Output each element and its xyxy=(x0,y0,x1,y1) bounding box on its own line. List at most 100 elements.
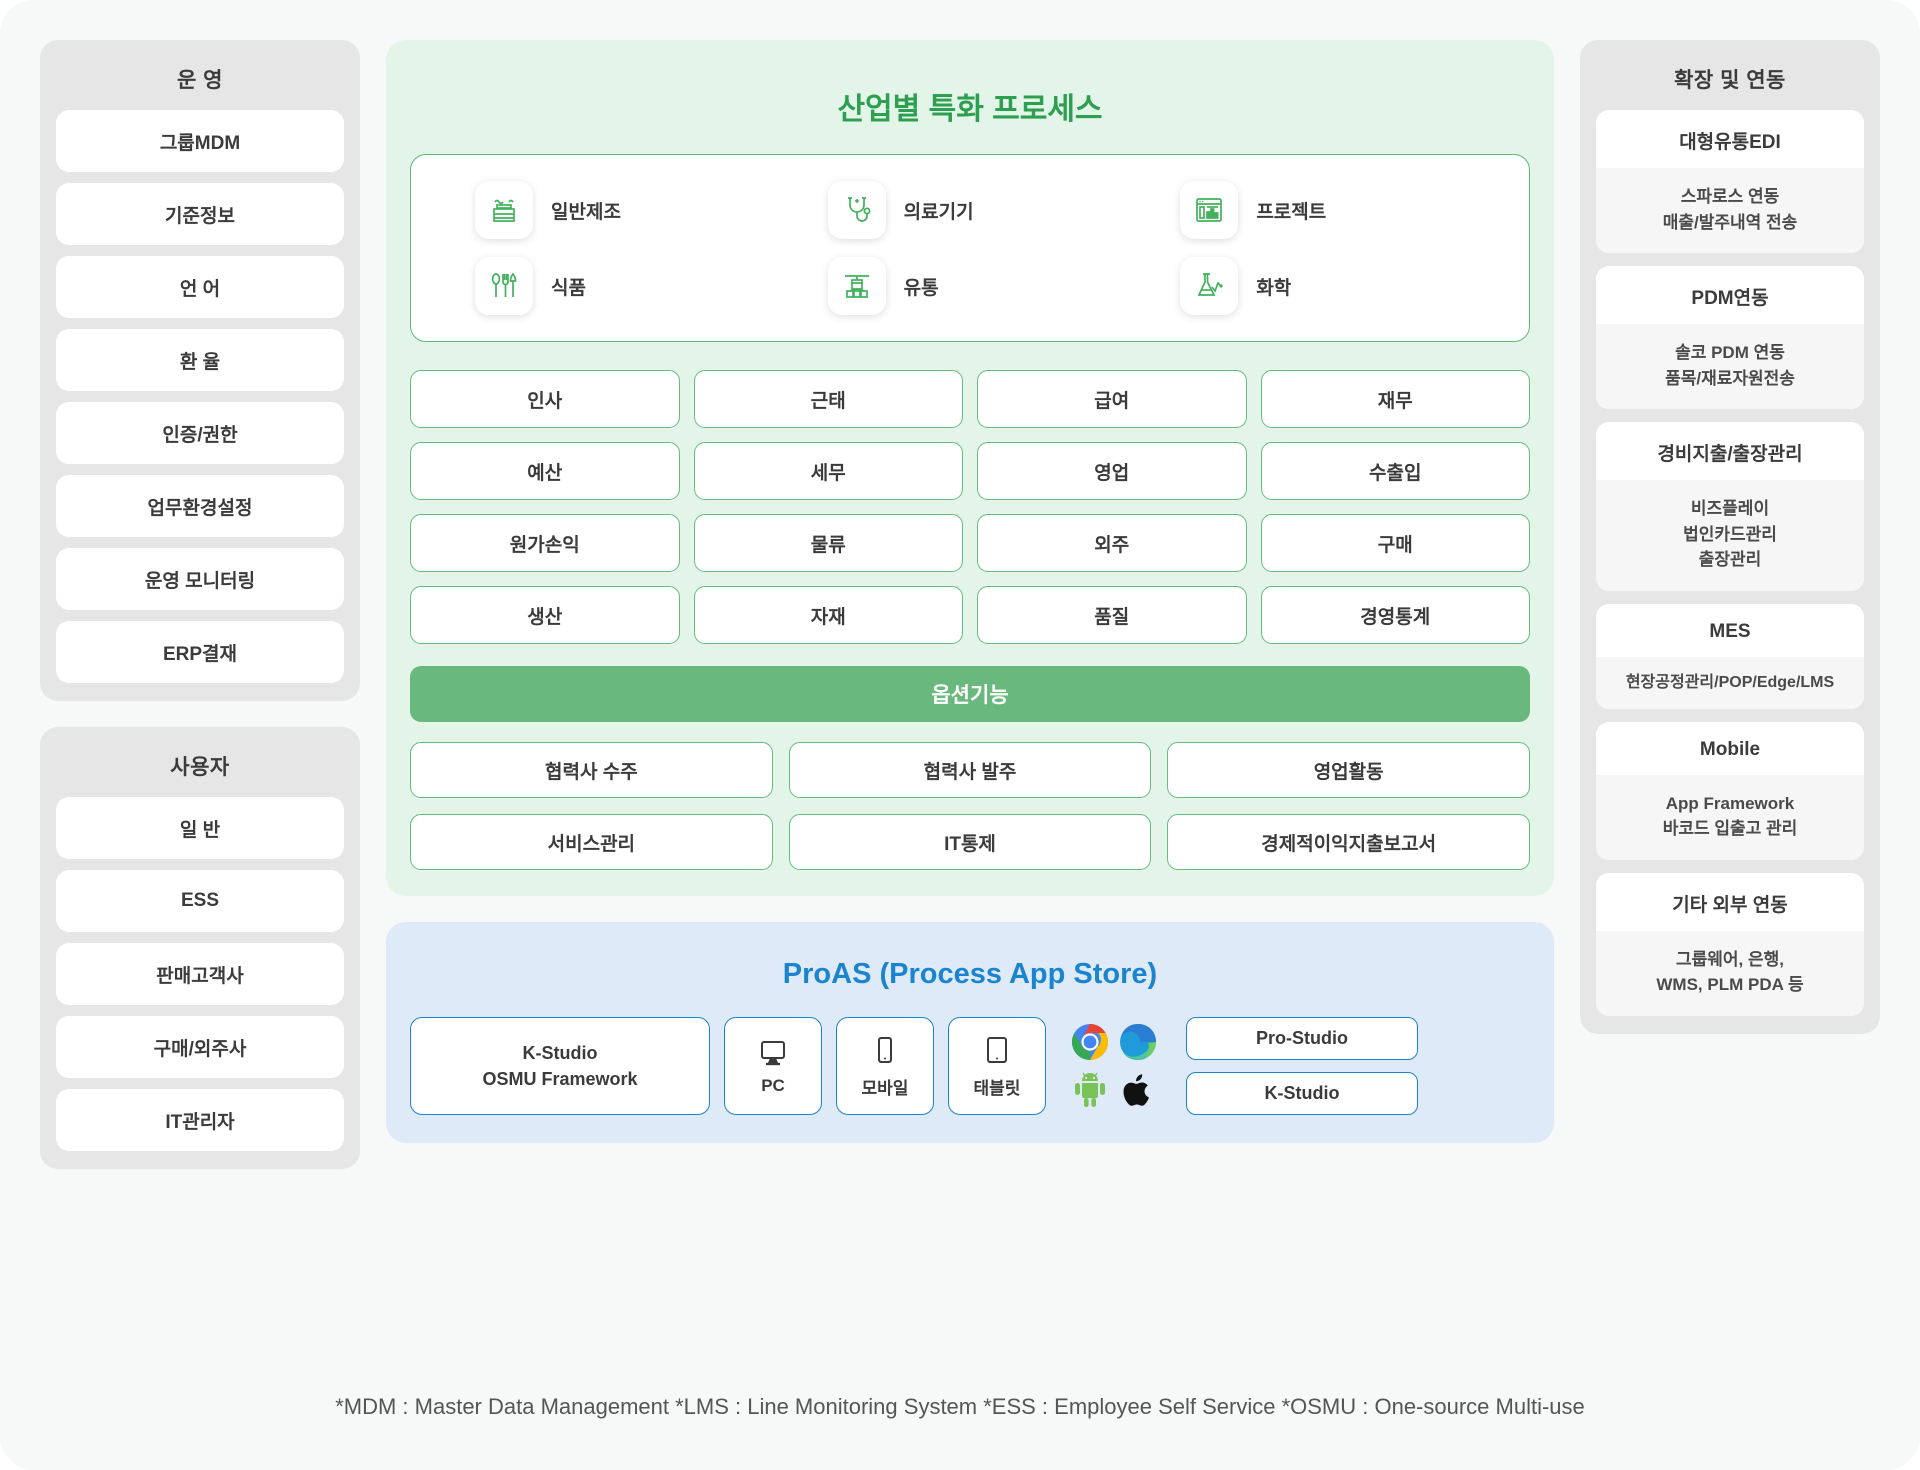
cutlery-icon xyxy=(475,257,533,315)
chrome-icon xyxy=(1070,1022,1110,1062)
option-chip[interactable]: IT통제 xyxy=(788,814,1152,870)
device-pc[interactable]: PC xyxy=(724,1017,822,1115)
extension-card-head: MES xyxy=(1596,603,1864,657)
operations-item[interactable]: 그룹MDM xyxy=(56,110,344,172)
module-chip[interactable]: 품질 xyxy=(977,586,1247,644)
apple-icon xyxy=(1118,1070,1158,1110)
extension-card-mes[interactable]: MES 현장공정관리/POP/Edge/LMS xyxy=(1596,603,1864,709)
module-chip[interactable]: 근태 xyxy=(693,370,963,428)
industry-item-medical[interactable]: 의료기기 xyxy=(794,181,1147,239)
option-chip[interactable]: 영업활동 xyxy=(1167,742,1530,798)
users-item[interactable]: 판매고객사 xyxy=(56,943,344,1005)
dashboard-icon xyxy=(1180,181,1239,239)
platform-icons xyxy=(1066,1018,1162,1114)
users-item[interactable]: ESS xyxy=(56,870,344,932)
module-chip[interactable]: 물류 xyxy=(693,514,963,572)
operations-title: 운 영 xyxy=(177,69,223,92)
operations-panel: 운 영 그룹MDM 기준정보 언 어 환 율 인증/권한 업무환경설정 운영 모… xyxy=(40,40,360,701)
option-chip[interactable]: 협력사 발주 xyxy=(788,742,1152,798)
framework-line1: K-Studio xyxy=(522,1042,598,1063)
industry-label: 유통 xyxy=(903,277,939,299)
extension-card-body: 그룹웨어, 은행,WMS, PLM PDA 등 xyxy=(1596,930,1864,1016)
device-label: 모바일 xyxy=(861,1078,909,1098)
industry-item-distribution[interactable]: 유통 xyxy=(794,257,1147,315)
industry-item-chemical[interactable]: 화학 xyxy=(1146,257,1499,315)
industry-label: 프로젝트 xyxy=(1256,201,1327,223)
users-item[interactable]: 일 반 xyxy=(56,797,344,859)
module-chip[interactable]: 구매 xyxy=(1260,514,1530,572)
industry-label: 일반제조 xyxy=(551,201,621,223)
operations-item[interactable]: 환 율 xyxy=(56,329,344,391)
option-chip[interactable]: 경제적이익지출보고서 xyxy=(1167,814,1530,870)
operations-list: 그룹MDM 기준정보 언 어 환 율 인증/권한 업무환경설정 운영 모니터링 … xyxy=(56,110,344,683)
distribution-icon xyxy=(827,257,886,315)
industry-process-title: 산업별 특화 프로세스 xyxy=(837,93,1103,126)
option-chip[interactable]: 서비스관리 xyxy=(410,814,773,870)
users-list: 일 반 ESS 판매고객사 구매/외주사 IT관리자 xyxy=(56,797,344,1151)
extension-card-other[interactable]: 기타 외부 연동 그룹웨어, 은행,WMS, PLM PDA 등 xyxy=(1596,872,1864,1016)
module-chip[interactable]: 경영통계 xyxy=(1260,586,1530,644)
module-chip[interactable]: 원가손익 xyxy=(410,514,680,572)
users-title: 사용자 xyxy=(170,756,230,779)
left-column: 운 영 그룹MDM 기준정보 언 어 환 율 인증/권한 업무환경설정 운영 모… xyxy=(40,40,360,1169)
device-label: PC xyxy=(761,1076,785,1095)
module-chip[interactable]: 자재 xyxy=(693,586,963,644)
module-chip[interactable]: 예산 xyxy=(410,442,680,500)
proas-panel: ProAS (Process App Store) K-Studio OSMU … xyxy=(386,922,1554,1143)
module-chip[interactable]: 외주 xyxy=(977,514,1247,572)
operations-item[interactable]: ERP결재 xyxy=(56,621,344,683)
device-tablet[interactable]: 태블릿 xyxy=(948,1017,1046,1115)
board: 운 영 그룹MDM 기준정보 언 어 환 율 인증/권한 업무환경설정 운영 모… xyxy=(40,40,1880,1380)
module-chip[interactable]: 영업 xyxy=(977,442,1247,500)
operations-item[interactable]: 기준정보 xyxy=(56,183,344,245)
users-item[interactable]: IT관리자 xyxy=(56,1089,344,1151)
module-chip[interactable]: 수출입 xyxy=(1260,442,1530,500)
device-mobile[interactable]: 모바일 xyxy=(836,1017,934,1115)
extension-card-head: 기타 외부 연동 xyxy=(1596,872,1864,931)
extensions-title: 확장 및 연동 xyxy=(1674,69,1786,92)
module-chip[interactable]: 재무 xyxy=(1260,370,1530,428)
edge-icon xyxy=(1118,1022,1158,1062)
industry-item-food[interactable]: 식품 xyxy=(441,257,794,315)
center-column: 산업별 특화 프로세스 xyxy=(386,40,1554,1143)
proas-row: K-Studio OSMU Framework PC xyxy=(410,1017,1530,1115)
module-chip[interactable]: 세무 xyxy=(693,442,963,500)
option-grid: 협력사 수주 협력사 발주 영업활동 서비스관리 IT통제 경제적이익지출보고서 xyxy=(410,742,1530,870)
industry-label: 식품 xyxy=(551,277,586,299)
extension-card-head: 대형유통EDI xyxy=(1596,110,1864,168)
extension-card-head: Mobile xyxy=(1596,721,1864,775)
proas-title: ProAS (Process App Store) xyxy=(782,958,1158,990)
users-item[interactable]: 구매/외주사 xyxy=(56,1016,344,1078)
option-features-bar: 옵션기능 xyxy=(410,666,1530,722)
flask-icon xyxy=(1180,257,1239,315)
stethoscope-icon xyxy=(827,181,886,239)
pro-studio-button[interactable]: Pro-Studio xyxy=(1186,1017,1418,1060)
option-chip[interactable]: 협력사 수주 xyxy=(410,742,773,798)
operations-item[interactable]: 운영 모니터링 xyxy=(56,548,344,610)
module-chip[interactable]: 급여 xyxy=(977,370,1247,428)
factory-icon xyxy=(475,181,533,239)
industry-item-manufacturing[interactable]: 일반제조 xyxy=(441,181,794,239)
industry-item-project[interactable]: 프로젝트 xyxy=(1146,181,1499,239)
kstudio-osmu-framework-card[interactable]: K-Studio OSMU Framework xyxy=(410,1017,710,1115)
k-studio-button[interactable]: K-Studio xyxy=(1186,1072,1418,1115)
operations-item[interactable]: 업무환경설정 xyxy=(56,475,344,537)
module-chip[interactable]: 인사 xyxy=(410,370,680,428)
smartphone-icon xyxy=(868,1034,902,1068)
extension-card-body: 현장공정관리/POP/Edge/LMS xyxy=(1596,656,1864,709)
extension-card-head: PDM연동 xyxy=(1596,266,1864,324)
operations-item[interactable]: 인증/권한 xyxy=(56,402,344,464)
module-chip[interactable]: 생산 xyxy=(410,586,680,644)
industry-label: 의료기기 xyxy=(903,201,974,223)
users-panel: 사용자 일 반 ESS 판매고객사 구매/외주사 IT관리자 xyxy=(40,727,360,1169)
operations-item[interactable]: 언 어 xyxy=(56,256,344,318)
android-icon xyxy=(1070,1070,1110,1110)
